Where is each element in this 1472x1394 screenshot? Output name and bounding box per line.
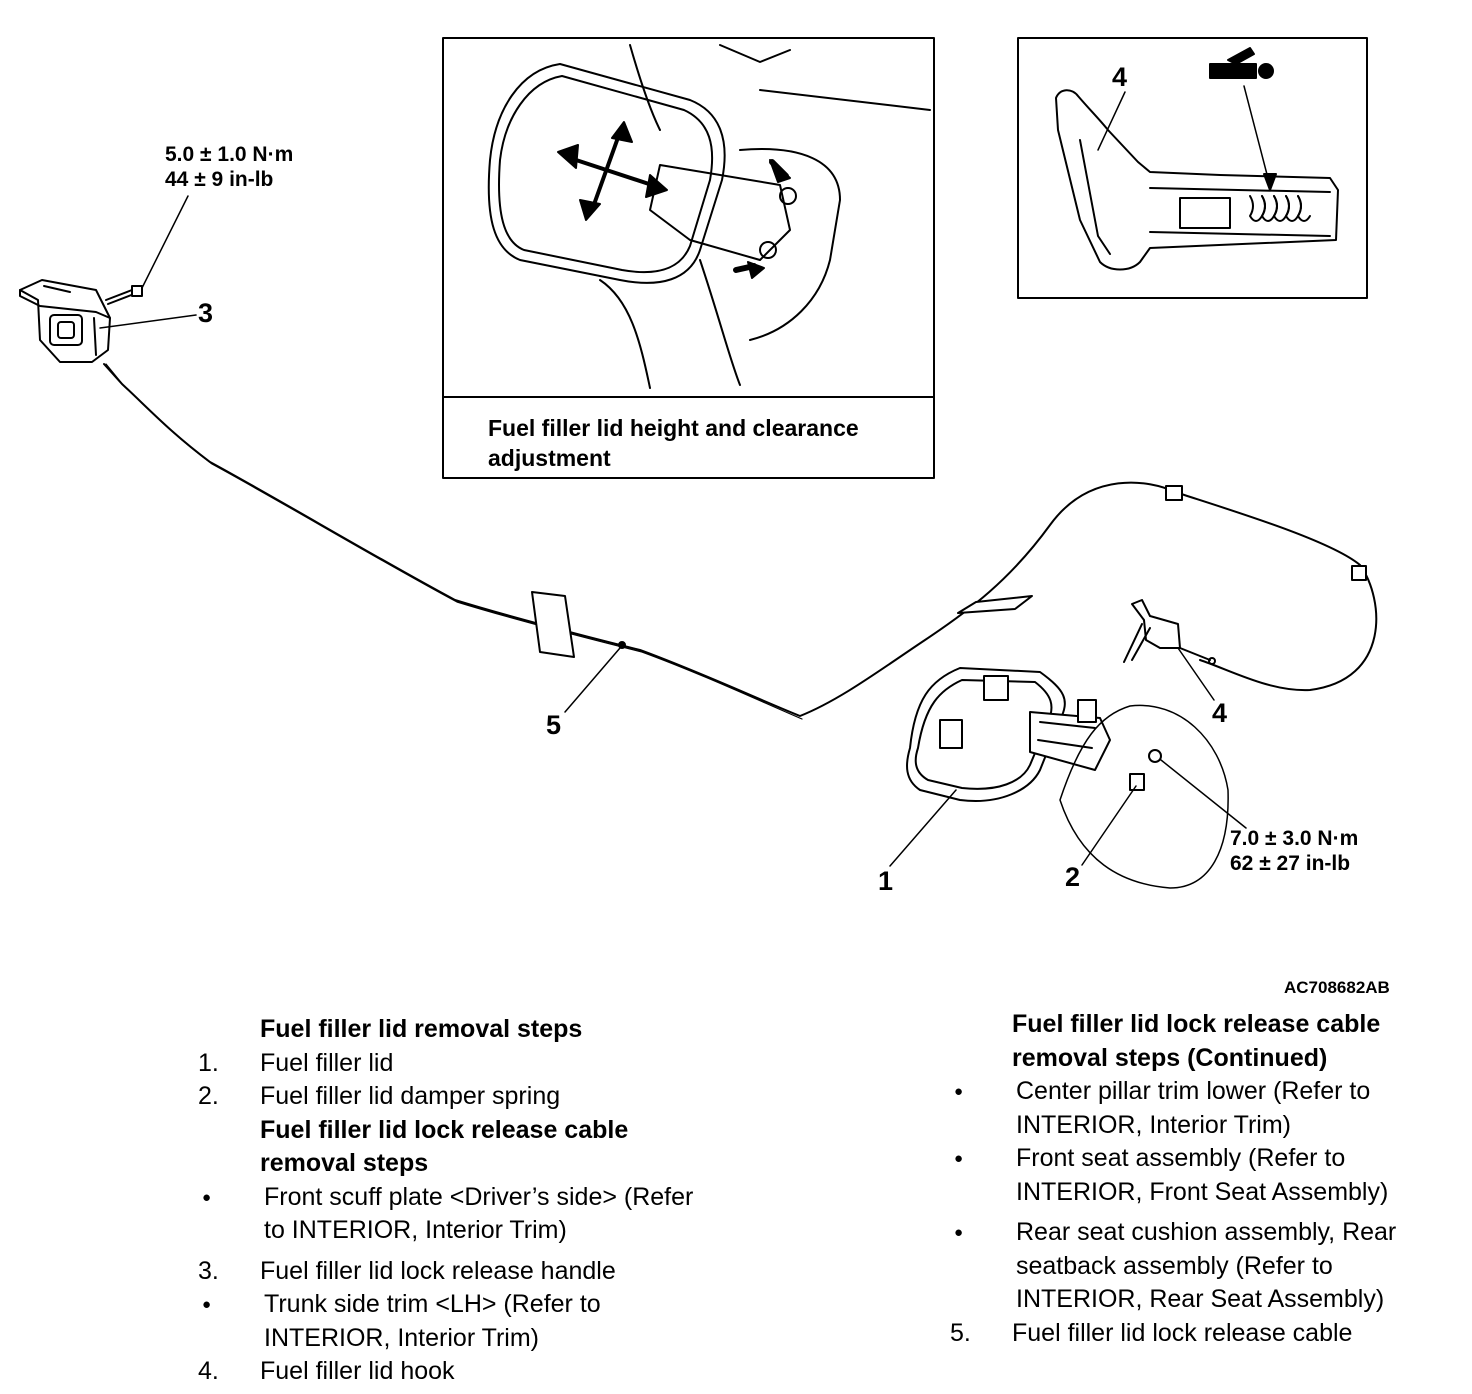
step-marker: 4. <box>198 1357 219 1385</box>
torque-inlb: 62 ± 27 in-lb <box>1230 852 1351 875</box>
step-marker: 2. <box>198 1082 219 1110</box>
body-opening <box>1059 704 1229 889</box>
step-text: Fuel filler lid damper spring <box>260 1082 561 1110</box>
list-item: 3. Fuel filler lid lock release handle <box>198 1255 718 1289</box>
right-steps-list: Fuel filler lid lock release cable remov… <box>950 1008 1460 1350</box>
step-text: Fuel filler lid <box>260 1048 394 1077</box>
damper-spring <box>1129 773 1145 791</box>
step-marker: 3. <box>198 1256 219 1285</box>
step-text: Fuel filler lid lock release cable <box>1012 1318 1353 1347</box>
step-text: Rear seat cushion assembly, Rear seatbac… <box>1016 1218 1397 1313</box>
fuel-filler-lid-hook <box>1123 599 1216 665</box>
step-text: Fuel filler lid lock release handle <box>260 1256 616 1285</box>
step-text: Fuel filler lid hook <box>260 1357 455 1385</box>
step-marker: ● <box>954 1083 964 1100</box>
release-cable <box>103 363 1378 717</box>
step-text: Trunk side trim <LH> (Refer to INTERIOR,… <box>264 1290 601 1352</box>
inset-adjustment-drawing <box>487 44 931 389</box>
list-item: ● Trunk side trim <LH> (Refer to INTERIOR… <box>198 1288 718 1355</box>
step-marker: ● <box>202 1296 212 1313</box>
step-text: Fuel filler lid lock release cable remov… <box>1012 1010 1381 1072</box>
callout-5: 5 <box>546 710 562 740</box>
callout-2: 2 <box>1065 862 1081 892</box>
release-handle <box>19 279 111 363</box>
torque-nm: 5.0 ± 1.0 N·m <box>165 143 294 166</box>
inset-hook-frame <box>1017 37 1368 299</box>
list-item: 1. Fuel filler lid <box>198 1047 718 1081</box>
step-marker: ● <box>954 1224 964 1241</box>
handle-bolt <box>105 285 143 305</box>
list-item: ● Rear seat cushion assembly, Rear seatba… <box>950 1216 1460 1317</box>
callout-3: 3 <box>198 298 214 328</box>
list-item: ● Front scuff plate <Driver’s side> (Refe… <box>198 1181 718 1248</box>
inset-caption: Fuel filler lid height and clearance adj… <box>488 415 859 471</box>
torque-inlb: 44 ± 9 in-lb <box>165 168 274 191</box>
step-text: Center pillar trim lower (Refer to INTER… <box>1016 1077 1371 1139</box>
step-marker: 5. <box>950 1318 971 1347</box>
lid-bolt-torque-spec: 7.0 ± 3.0 N·m 62 ± 27 in-lb <box>1230 826 1358 876</box>
step-text: Fuel filler lid lock release cable remov… <box>260 1115 629 1178</box>
tape-patch <box>531 591 575 658</box>
step-marker: ● <box>202 1188 212 1206</box>
callout-4: 4 <box>1212 698 1228 728</box>
left-steps-list: Fuel filler lid removal steps 1. Fuel fil… <box>198 1013 718 1389</box>
figure-code: AC708682AB <box>1284 978 1390 997</box>
step-marker: ● <box>954 1150 964 1167</box>
list-heading: Fuel filler lid lock release cable remov… <box>198 1114 698 1181</box>
cable-clip <box>1351 565 1367 581</box>
step-marker: 1. <box>198 1048 219 1077</box>
lid-bolt <box>1148 749 1162 763</box>
callout-1: 1 <box>878 866 894 896</box>
inset-hook-drawing <box>1055 47 1339 271</box>
step-marker <box>950 1008 1012 1075</box>
fuel-filler-lid <box>906 667 1111 802</box>
cable-clip <box>1165 485 1183 501</box>
step-marker <box>198 1013 260 1047</box>
step-text: Front scuff plate <Driver’s side> (Refer… <box>264 1182 694 1245</box>
tape-patch <box>957 595 1033 614</box>
list-item: ● Center pillar trim lower (Refer to INTE… <box>950 1075 1460 1142</box>
list-item: 4. Fuel filler lid hook <box>198 1355 718 1389</box>
step-text: Fuel filler lid removal steps <box>260 1015 583 1043</box>
inset-adjustment-frame <box>442 37 935 479</box>
list-item: ● Front seat assembly (Refer to INTERIOR,… <box>950 1142 1460 1209</box>
list-item: 2. Fuel filler lid damper spring <box>198 1080 718 1114</box>
list-heading: Fuel filler lid removal steps <box>198 1013 718 1047</box>
step-marker <box>198 1114 260 1181</box>
list-item: 5. Fuel filler lid lock release cable <box>950 1317 1460 1351</box>
torque-nm: 7.0 ± 3.0 N·m <box>1230 827 1359 850</box>
list-heading: Fuel filler lid lock release cable remov… <box>950 1008 1460 1075</box>
callout-4-inset: 4 <box>1112 62 1128 92</box>
handle-bolt-torque-spec: 5.0 ± 1.0 N·m 44 ± 9 in-lb <box>165 142 293 192</box>
step-text: Front seat assembly (Refer to INTERIOR, … <box>1016 1144 1389 1206</box>
